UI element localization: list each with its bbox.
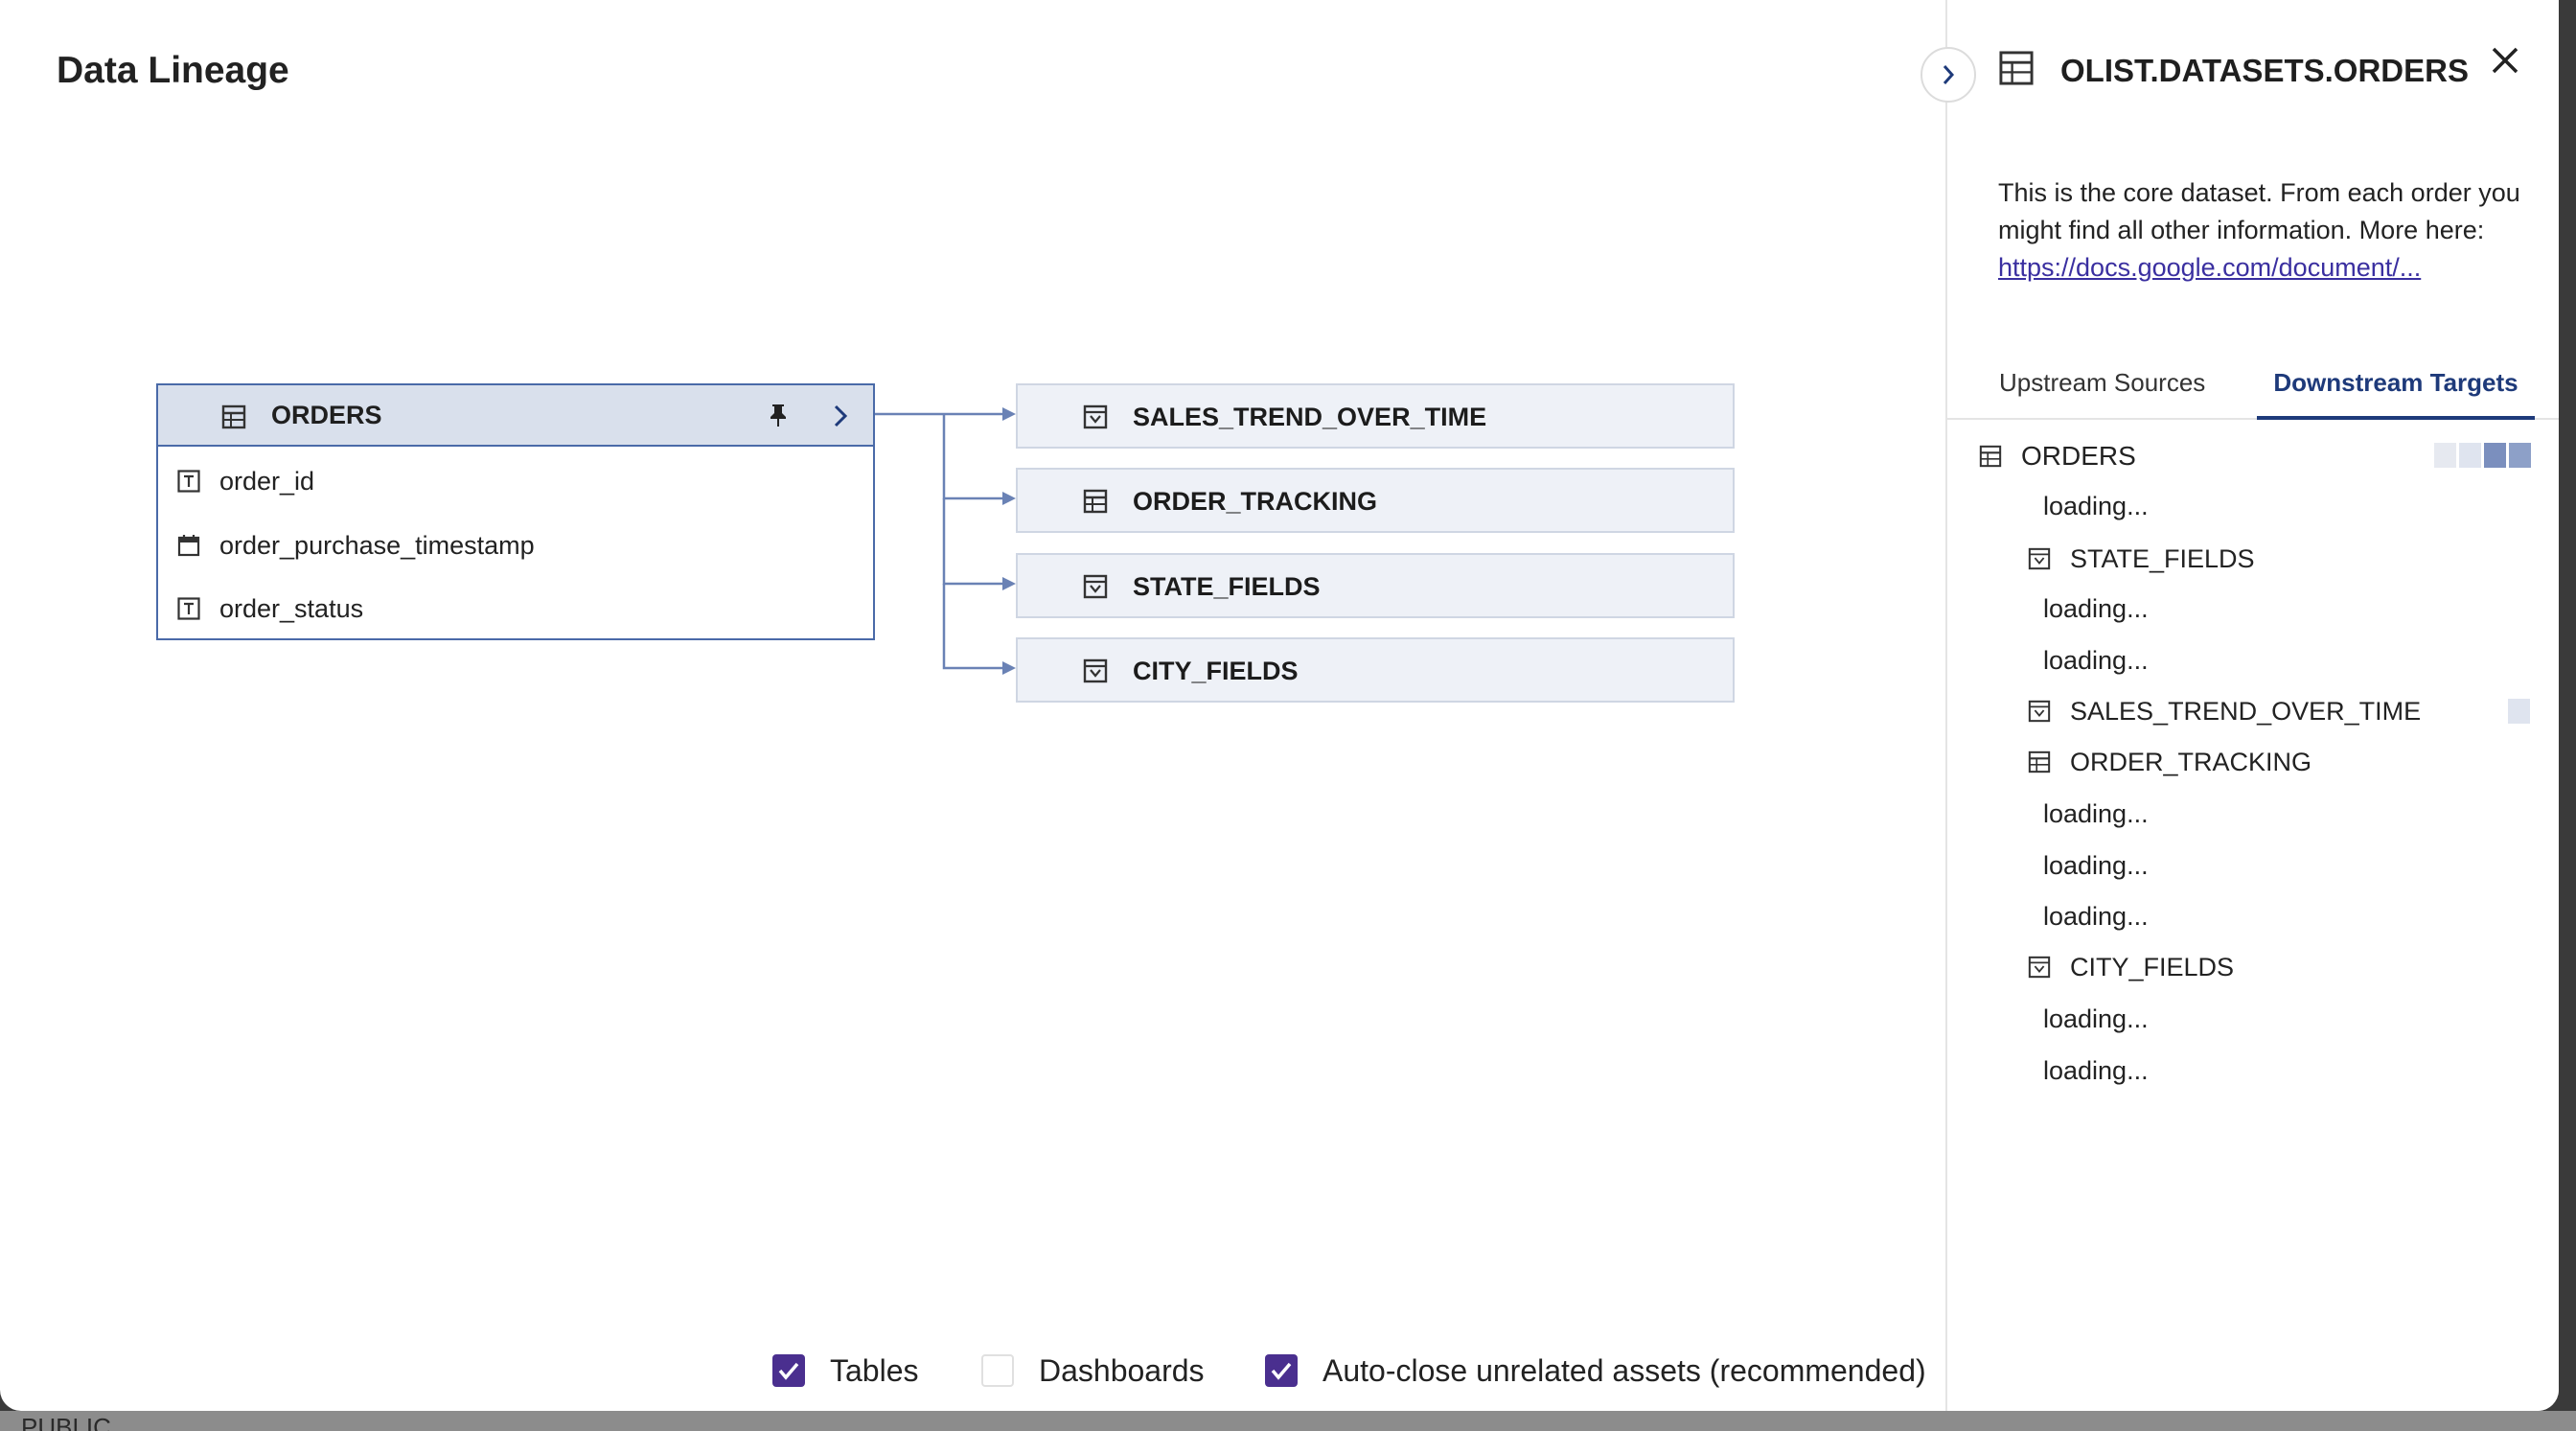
lineage-filters: Tables Dashboards Auto-close unrelated a… xyxy=(0,1350,1945,1397)
view-icon xyxy=(1083,574,1108,599)
tab-upstream-sources[interactable]: Upstream Sources xyxy=(1999,368,2206,397)
tree-loading: loading... xyxy=(2043,646,2149,675)
target-node-order-tracking[interactable]: ORDER_TRACKING xyxy=(1016,468,1735,533)
panel-title: OLIST.DATASETS.ORDERS xyxy=(2060,53,2469,88)
tree-item-city-fields[interactable]: CITY_FIELDS xyxy=(2028,948,2234,986)
check-icon xyxy=(1271,1362,1292,1380)
column-row[interactable]: order_purchase_timestamp xyxy=(177,526,535,565)
panel-description: This is the core dataset. From each orde… xyxy=(1998,174,2535,287)
close-icon[interactable] xyxy=(2489,44,2521,77)
arrow-sales-trend xyxy=(1002,407,1016,421)
lineage-edges xyxy=(875,407,1016,675)
view-icon xyxy=(1083,404,1108,429)
tree-loading: loading... xyxy=(2043,902,2149,931)
tree-item-label: ORDERS xyxy=(2021,441,2136,471)
tab-downstream-targets[interactable]: Downstream Targets xyxy=(2257,362,2535,420)
target-node-name: SALES_TREND_OVER_TIME xyxy=(1133,403,1487,431)
source-node-name: ORDERS xyxy=(271,401,382,429)
tree-item-label: ORDER_TRACKING xyxy=(2070,747,2312,776)
tables-checkbox-label[interactable]: Tables xyxy=(830,1353,919,1388)
calendar-icon xyxy=(177,535,200,557)
view-icon xyxy=(2028,700,2051,723)
tree-loading: loading... xyxy=(2043,851,2149,880)
collapse-panel-button[interactable] xyxy=(1920,47,1976,103)
view-icon xyxy=(1083,658,1108,683)
lineage-tabs: Upstream Sources Downstream Targets xyxy=(1947,362,2559,420)
table-icon xyxy=(1083,489,1108,514)
arrow-state-fields xyxy=(1002,577,1016,590)
tree-item-order-tracking[interactable]: ORDER_TRACKING xyxy=(2028,743,2312,781)
dashboards-checkbox[interactable] xyxy=(981,1354,1014,1387)
tree-root-orders[interactable]: ORDERS xyxy=(1979,437,2136,475)
docs-link[interactable]: https://docs.google.com/document/... xyxy=(1998,253,2422,282)
target-node-city-fields[interactable]: CITY_FIELDS xyxy=(1016,637,1735,703)
density-indicator xyxy=(2508,699,2530,724)
column-label: order_purchase_timestamp xyxy=(219,530,535,560)
lineage-modal: Data Lineage xyxy=(0,0,2559,1411)
tree-loading: loading... xyxy=(2043,799,2149,828)
density-indicator xyxy=(2434,443,2531,468)
background-text: PUBLIC xyxy=(21,1413,111,1431)
check-icon xyxy=(778,1362,799,1380)
tree-item-sales-trend[interactable]: SALES_TREND_OVER_TIME xyxy=(2028,692,2421,730)
description-text: This is the core dataset. From each orde… xyxy=(1998,178,2520,244)
column-label: order_status xyxy=(219,593,364,623)
autoclose-checkbox-label[interactable]: Auto-close unrelated assets (recommended… xyxy=(1322,1353,1926,1388)
edge-state-fields xyxy=(942,498,1008,586)
background-page-strip: PUBLIC xyxy=(0,1411,2576,1431)
column-row[interactable]: order_status xyxy=(177,589,363,628)
table-icon xyxy=(221,404,246,429)
dashboards-checkbox-label[interactable]: Dashboards xyxy=(1039,1353,1205,1388)
tree-loading: loading... xyxy=(2043,1056,2149,1085)
text-type-icon xyxy=(177,470,200,493)
tree-loading: loading... xyxy=(2043,1004,2149,1033)
table-icon xyxy=(1999,51,2034,85)
column-row[interactable]: order_id xyxy=(177,462,314,500)
details-panel: OLIST.DATASETS.ORDERS This is the core d… xyxy=(1945,0,2559,1411)
chevron-right-icon xyxy=(1943,65,1955,84)
view-icon xyxy=(2028,547,2051,570)
view-icon xyxy=(2028,956,2051,979)
target-node-name: STATE_FIELDS xyxy=(1133,572,1321,601)
edge-order-tracking xyxy=(942,414,1008,500)
source-node-header[interactable]: ORDERS xyxy=(158,385,873,447)
target-node-sales-trend[interactable]: SALES_TREND_OVER_TIME xyxy=(1016,383,1735,449)
tree-item-label: STATE_FIELDS xyxy=(2070,543,2255,573)
lineage-canvas[interactable]: Data Lineage xyxy=(0,0,1945,1411)
tree-item-state-fields[interactable]: STATE_FIELDS xyxy=(2028,540,2255,578)
tree-item-label: SALES_TREND_OVER_TIME xyxy=(2070,696,2422,726)
edge-city-fields xyxy=(942,584,1008,670)
arrow-order-tracking xyxy=(1002,492,1016,505)
tree-loading: loading... xyxy=(2043,492,2149,520)
tree-loading: loading... xyxy=(2043,594,2149,623)
arrow-city-fields xyxy=(1002,661,1016,675)
target-node-state-fields[interactable]: STATE_FIELDS xyxy=(1016,553,1735,618)
table-icon xyxy=(2028,750,2051,773)
target-node-name: CITY_FIELDS xyxy=(1133,657,1299,685)
pin-icon[interactable] xyxy=(768,403,789,427)
tree-item-label: CITY_FIELDS xyxy=(2070,952,2235,981)
column-label: order_id xyxy=(219,466,315,496)
target-node-name: ORDER_TRACKING xyxy=(1133,487,1378,516)
page-title: Data Lineage xyxy=(57,50,289,91)
autoclose-checkbox[interactable] xyxy=(1265,1354,1298,1387)
source-node-orders[interactable]: ORDERS order_id xyxy=(156,383,875,640)
expand-chevron-icon[interactable] xyxy=(831,403,850,429)
text-type-icon xyxy=(177,597,200,620)
table-icon xyxy=(1979,445,2002,468)
tables-checkbox[interactable] xyxy=(772,1354,805,1387)
